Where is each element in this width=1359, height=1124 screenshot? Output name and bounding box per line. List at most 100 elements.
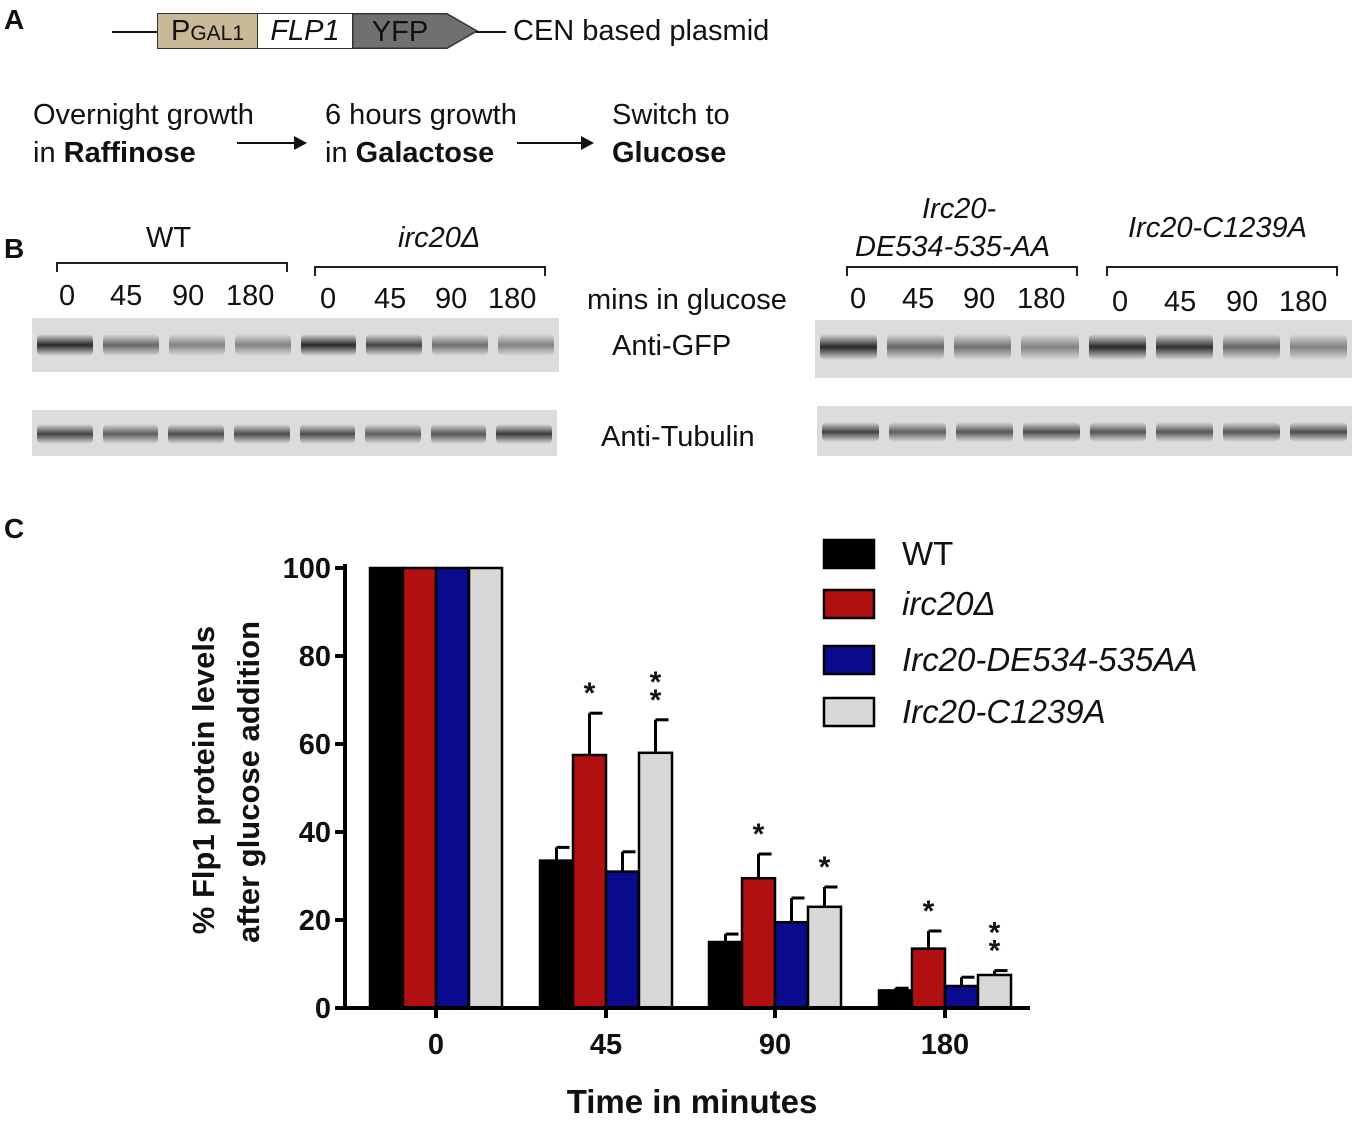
bar — [401, 566, 438, 1010]
arrow-right-icon — [517, 136, 594, 150]
y-tick-label: 40 — [299, 817, 331, 849]
step1-prefix: in — [33, 137, 64, 169]
bar — [637, 751, 674, 1010]
blot-band — [1156, 422, 1214, 442]
y-tick-label: 60 — [299, 729, 331, 761]
blot-band — [432, 334, 489, 356]
significance-star: * — [989, 935, 1001, 968]
legend-swatch — [822, 538, 876, 570]
blot-band — [887, 334, 945, 360]
timepoint-label: 90 — [435, 283, 468, 315]
blot-band — [1289, 334, 1347, 360]
timepoint-label: 45 — [1164, 286, 1197, 318]
gene-box: FLP1 — [257, 13, 353, 49]
bar — [707, 940, 744, 1010]
timepoint-label: 180 — [1279, 286, 1328, 318]
blot-band — [168, 424, 224, 444]
blot-band — [233, 424, 290, 444]
group-label-de-line2: DE534-535-AA — [855, 231, 1051, 263]
bar — [571, 753, 608, 1010]
significance-star: * — [650, 684, 662, 717]
bracket-c1239a — [1106, 266, 1338, 276]
legend-swatch — [822, 644, 876, 676]
timepoint-label: 0 — [320, 283, 337, 315]
blot-band — [299, 424, 356, 444]
gfp-blot-left — [32, 318, 559, 372]
plasmid-label: CEN based plasmid — [513, 15, 770, 47]
y-axis-title-line1: % Flp1 protein levels — [186, 626, 221, 934]
step1-line1: Overnight growth — [33, 99, 254, 131]
significance-star: * — [923, 895, 935, 928]
group-label-wt: WT — [146, 222, 192, 254]
bracket-wt — [56, 262, 288, 272]
blot-band — [365, 424, 421, 444]
legend-label: Irc20-DE534-535AA — [902, 641, 1197, 678]
timepoint-label: 45 — [374, 283, 407, 315]
bar — [538, 859, 575, 1010]
legend-label: WT — [902, 535, 953, 572]
blot-band — [954, 334, 1012, 360]
blot-band — [1088, 334, 1146, 360]
blot-band — [1222, 334, 1280, 360]
x-tick-label: 45 — [590, 1029, 622, 1061]
timepoint-label: 180 — [226, 280, 275, 312]
significance-star: * — [819, 851, 831, 884]
timepoint-label: 45 — [110, 280, 143, 312]
mins-in-glucose-label: mins in glucose — [587, 284, 787, 316]
blot-band — [37, 424, 93, 444]
y-tick-label: 100 — [283, 553, 331, 585]
bracket-irc20 — [314, 266, 546, 276]
blot-band — [822, 422, 879, 442]
x-axis-title: Time in minutes — [567, 1083, 818, 1120]
significance-star: * — [584, 677, 596, 710]
blot-band — [1022, 422, 1080, 442]
blot-band — [1021, 334, 1079, 360]
promoter-main: P — [170, 14, 191, 47]
plasmid-line-right — [476, 31, 506, 33]
timepoint-label: 45 — [902, 283, 935, 315]
blot-band — [1223, 422, 1281, 442]
step3-line1: Switch to — [612, 99, 730, 131]
anti-tubulin-label: Anti-Tubulin — [601, 421, 755, 453]
tag-arrow-box: YFP — [352, 13, 478, 49]
legend-label: irc20Δ — [902, 585, 996, 622]
bar — [604, 870, 641, 1010]
timepoint-label: 180 — [488, 283, 537, 315]
group-label-de-line1: Irc20- — [922, 193, 997, 225]
bar — [368, 566, 405, 1010]
group-label-irc20: irc20Δ — [398, 222, 481, 254]
x-tick-label: 90 — [759, 1029, 791, 1061]
step2-prefix: in — [325, 137, 356, 169]
step1-line2: in Raffinose — [33, 137, 196, 170]
anti-gfp-label: Anti-GFP — [612, 330, 732, 362]
bracket-de — [846, 266, 1078, 276]
timepoint-label: 90 — [1226, 286, 1259, 318]
blot-band — [496, 424, 552, 444]
panel-c-label: C — [4, 513, 25, 544]
bar — [910, 947, 947, 1010]
promoter-subscript: GAL1 — [190, 22, 245, 45]
blot-band — [1089, 422, 1147, 442]
x-tick-label: 0 — [428, 1029, 444, 1061]
blot-band — [1155, 334, 1213, 360]
panel-a-label: A — [4, 4, 25, 35]
legend-swatch — [822, 588, 876, 620]
y-axis-title-line2: after glucose addition — [231, 621, 266, 943]
blot-band — [498, 334, 554, 356]
group-label-c1239a: Irc20-C1239A — [1128, 212, 1307, 244]
significance-star: * — [753, 818, 765, 851]
blot-band — [102, 424, 159, 444]
significance-star: * — [989, 917, 1001, 950]
plasmid-line-left — [112, 31, 157, 33]
blot-band — [820, 334, 878, 360]
blot-band — [955, 422, 1013, 442]
blot-band — [300, 334, 357, 356]
timepoint-label: 180 — [1017, 283, 1066, 315]
blot-band — [430, 424, 487, 444]
step3-medium: Glucose — [612, 137, 727, 169]
y-tick-label: 80 — [299, 641, 331, 673]
tubulin-blot-left — [32, 410, 557, 456]
blot-band — [1290, 422, 1347, 442]
timepoint-label: 0 — [59, 280, 76, 312]
